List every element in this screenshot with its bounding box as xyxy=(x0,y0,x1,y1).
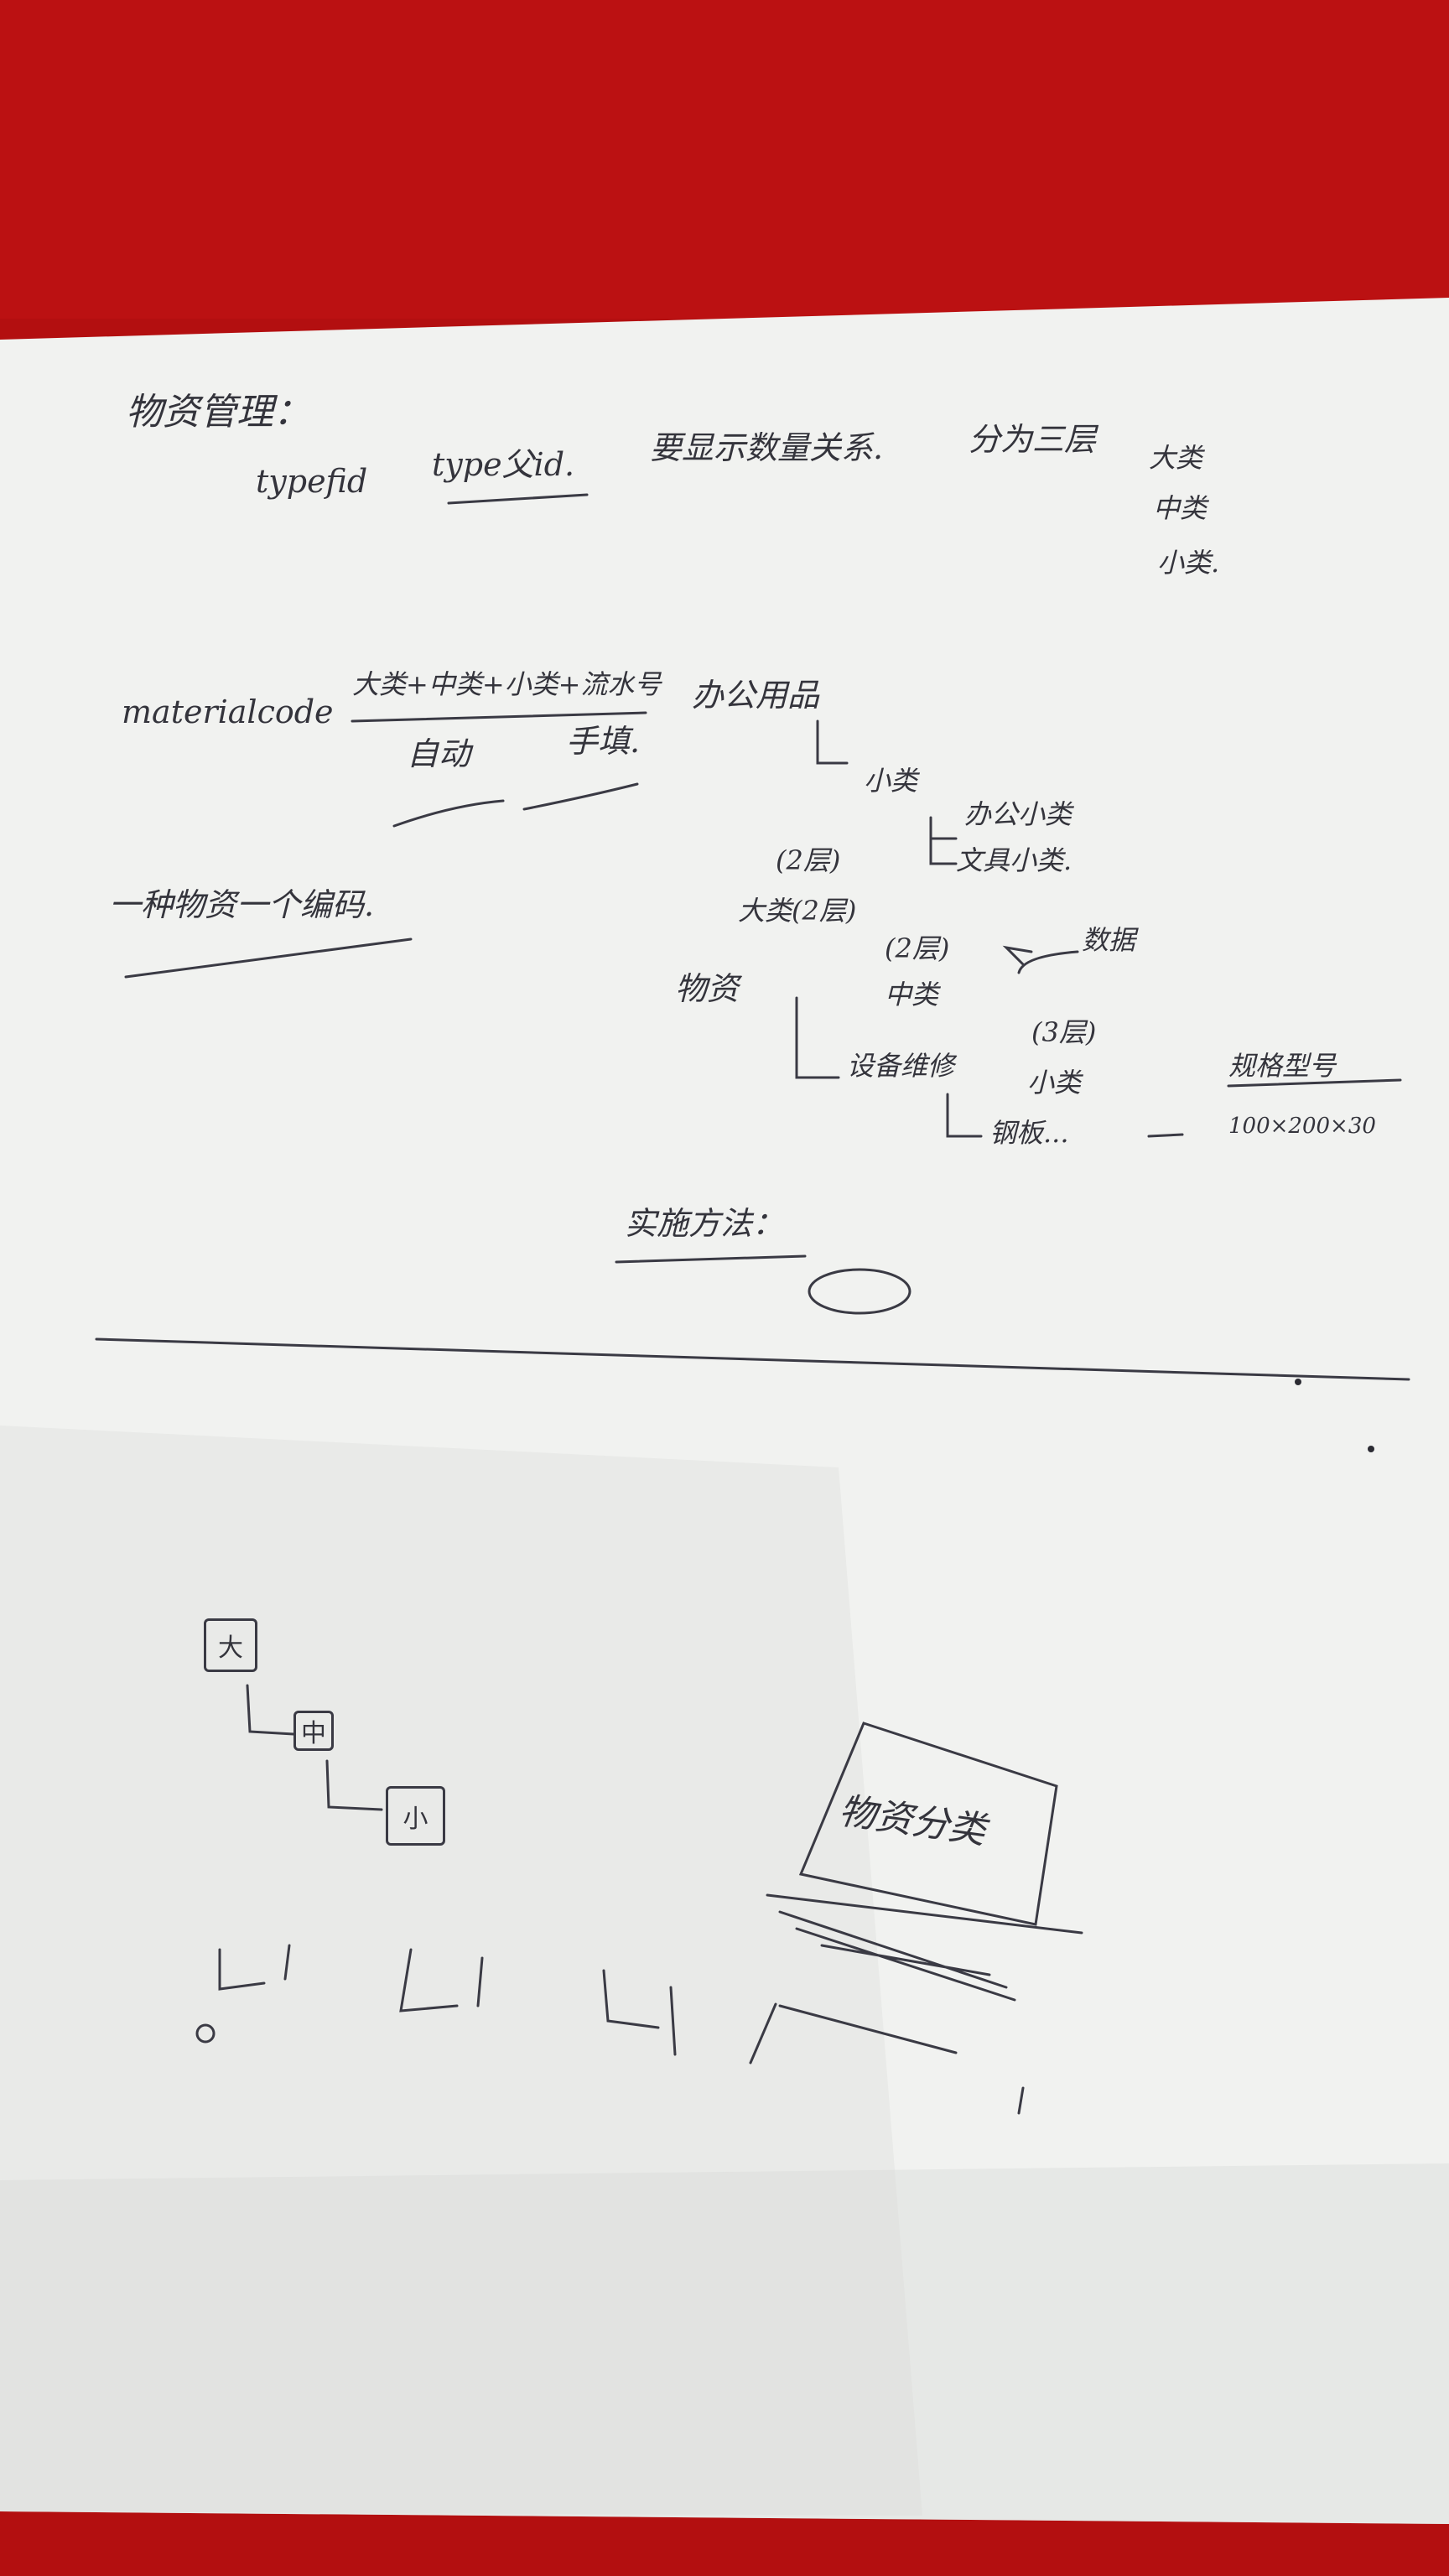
heading-text: 物资管理： xyxy=(126,391,310,434)
tree-node-mid: 中 xyxy=(293,1711,334,1751)
l-shape-1 xyxy=(218,1944,291,1991)
goods-text: 物资 xyxy=(675,970,740,1007)
level-big-text: 大类 xyxy=(1149,442,1203,474)
formula-underline xyxy=(351,711,647,723)
goods-branch xyxy=(795,996,840,1079)
one-code-underline xyxy=(124,937,413,979)
sketch-screen xyxy=(798,1722,1058,1926)
type-parent-id-text: type父id. xyxy=(432,446,575,483)
bracket-3-levels: (3层) xyxy=(1031,1016,1097,1048)
office-small-text: 小类 xyxy=(864,765,918,797)
code-formula-text: 大类+中类+小类+流水号 xyxy=(352,668,662,700)
impl-method-text: 实施方法： xyxy=(625,1205,785,1242)
data-text: 数据 xyxy=(1082,924,1136,956)
l-shape-4 xyxy=(749,2002,958,2064)
office-sub1-text: 办公小类 xyxy=(964,798,1072,830)
data-arrow xyxy=(1002,945,1079,974)
tree-connector-1 xyxy=(246,1684,295,1736)
one-item-one-code-text: 一种物资一个编码. xyxy=(109,886,375,923)
bracket-2-levels-2: (2层) xyxy=(885,932,950,964)
tree-connector-2 xyxy=(325,1759,383,1811)
impl-underline xyxy=(615,1254,807,1264)
materialcode-text: materialcode xyxy=(122,693,334,730)
three-levels-text: 分为三层 xyxy=(969,421,1097,458)
tree-node-small: 小 xyxy=(386,1786,445,1846)
level-mid-text: 中类 xyxy=(1153,492,1208,524)
office-branch xyxy=(816,719,849,765)
typeid-underline xyxy=(447,493,589,505)
impl-scribble xyxy=(808,1268,911,1315)
steel-dash xyxy=(1147,1133,1184,1138)
code-manual-text: 手填. xyxy=(566,723,641,760)
spec-value-text: 100×200×30 xyxy=(1228,1114,1376,1139)
page-divider xyxy=(95,1337,1410,1381)
l-shape-3 xyxy=(602,1969,677,2056)
spec-title-text: 规格型号 xyxy=(1228,1050,1337,1082)
small-circle xyxy=(195,2023,216,2044)
office-supplies-text: 办公用品 xyxy=(692,677,820,714)
small-category-text: 小类 xyxy=(1027,1067,1082,1098)
sketch-base-lines xyxy=(766,1893,1083,2002)
bracket-2-levels-1: (2层) xyxy=(776,844,841,876)
office-sub-branch xyxy=(929,816,958,865)
code-part2-arc xyxy=(522,782,639,811)
repair-text: 设备维修 xyxy=(847,1050,955,1082)
office-sub2-text: 文具小类. xyxy=(956,844,1072,876)
relation-text: 要显示数量关系. xyxy=(650,429,884,466)
l-shape-2 xyxy=(399,1948,484,2012)
steel-text: 钢板... xyxy=(989,1117,1069,1149)
repair-branch xyxy=(946,1093,983,1138)
big-category-text: 大类(2层) xyxy=(738,895,857,927)
code-part1-arc xyxy=(392,799,505,828)
spec-underline xyxy=(1227,1078,1402,1088)
level-small-text: 小类. xyxy=(1157,547,1220,579)
tree-node-big: 大 xyxy=(204,1618,257,1672)
mid-category-text: 中类 xyxy=(885,979,939,1010)
typefid-text: typefid xyxy=(256,463,368,500)
code-auto-text: 自动 xyxy=(407,735,471,772)
